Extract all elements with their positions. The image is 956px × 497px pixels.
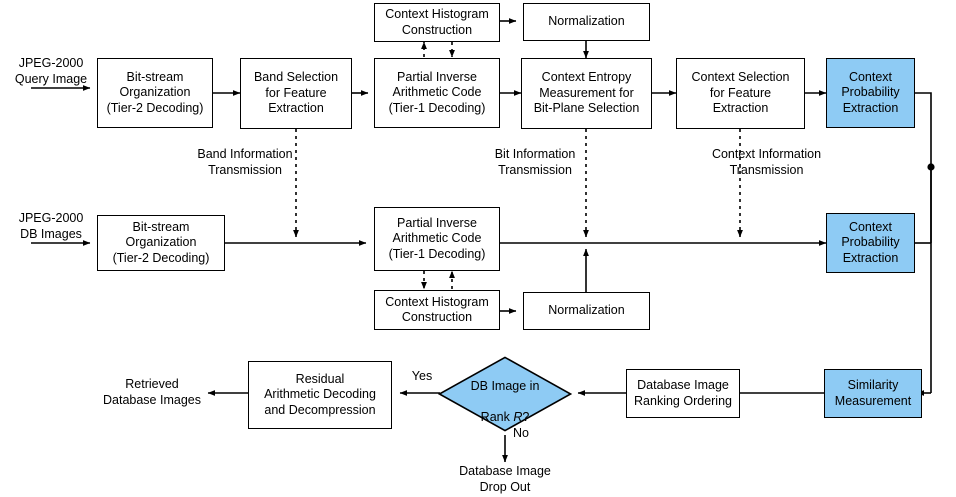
decision-diamond-shape — [437, 356, 573, 432]
node-db-bitstream-organization[interactable]: Bit-stream Organization (Tier-2 Decoding… — [97, 215, 225, 271]
decision-label-line1: DB Image in — [470, 378, 540, 393]
input-label-db-images: JPEG-2000 DB Images — [18, 211, 84, 241]
node-db-partial-inverse-arithmetic-code[interactable]: Partial Inverse Arithmetic Code (Tier-1 … — [374, 207, 500, 271]
edge-label-band-information-transmission: Band Information Transmission — [197, 147, 293, 177]
node-query-bitstream-organization[interactable]: Bit-stream Organization (Tier-2 Decoding… — [97, 58, 213, 128]
decision-db-image-in-rank[interactable]: DB Image in Rank R? — [437, 356, 573, 432]
node-query-context-histogram-construction[interactable]: Context Histogram Construction — [374, 3, 500, 42]
node-context-entropy-measurement[interactable]: Context Entropy Measurement for Bit-Plan… — [521, 58, 652, 129]
node-context-selection[interactable]: Context Selection for Feature Extraction — [676, 58, 805, 129]
output-label-database-image-drop-out: Database Image Drop Out — [459, 464, 551, 494]
node-db-context-probability-extraction[interactable]: Context Probability Extraction — [826, 213, 915, 273]
node-database-image-ranking-ordering[interactable]: Database Image Ranking Ordering — [626, 369, 740, 418]
input-label-query-image: JPEG-2000 Query Image — [14, 56, 88, 86]
decision-label-line2-prefix: Rank — [480, 409, 514, 424]
decision-label: DB Image in Rank R? — [438, 356, 572, 432]
edge-label-no: No — [513, 426, 529, 440]
decision-label-line2-suffix: ? — [522, 409, 530, 424]
node-query-partial-inverse-arithmetic-code[interactable]: Partial Inverse Arithmetic Code (Tier-1 … — [374, 58, 500, 128]
node-band-selection[interactable]: Band Selection for Feature Extraction — [240, 58, 352, 129]
edge-label-bit-information-transmission: Bit Information Transmission — [494, 147, 576, 177]
node-residual-arithmetic-decoding[interactable]: Residual Arithmetic Decoding and Decompr… — [248, 361, 392, 429]
node-similarity-measurement[interactable]: Similarity Measurement — [824, 369, 922, 418]
decision-label-rank-var: R — [513, 409, 523, 424]
edge-label-yes: Yes — [411, 369, 433, 383]
node-query-context-probability-extraction[interactable]: Context Probability Extraction — [826, 58, 915, 128]
node-db-normalization[interactable]: Normalization — [523, 292, 650, 330]
node-db-context-histogram-construction[interactable]: Context Histogram Construction — [374, 290, 500, 330]
edge-label-context-information-transmission: Context Information Transmission — [711, 147, 822, 177]
output-label-retrieved-database-images: Retrieved Database Images — [103, 377, 201, 407]
node-query-normalization[interactable]: Normalization — [523, 3, 650, 41]
